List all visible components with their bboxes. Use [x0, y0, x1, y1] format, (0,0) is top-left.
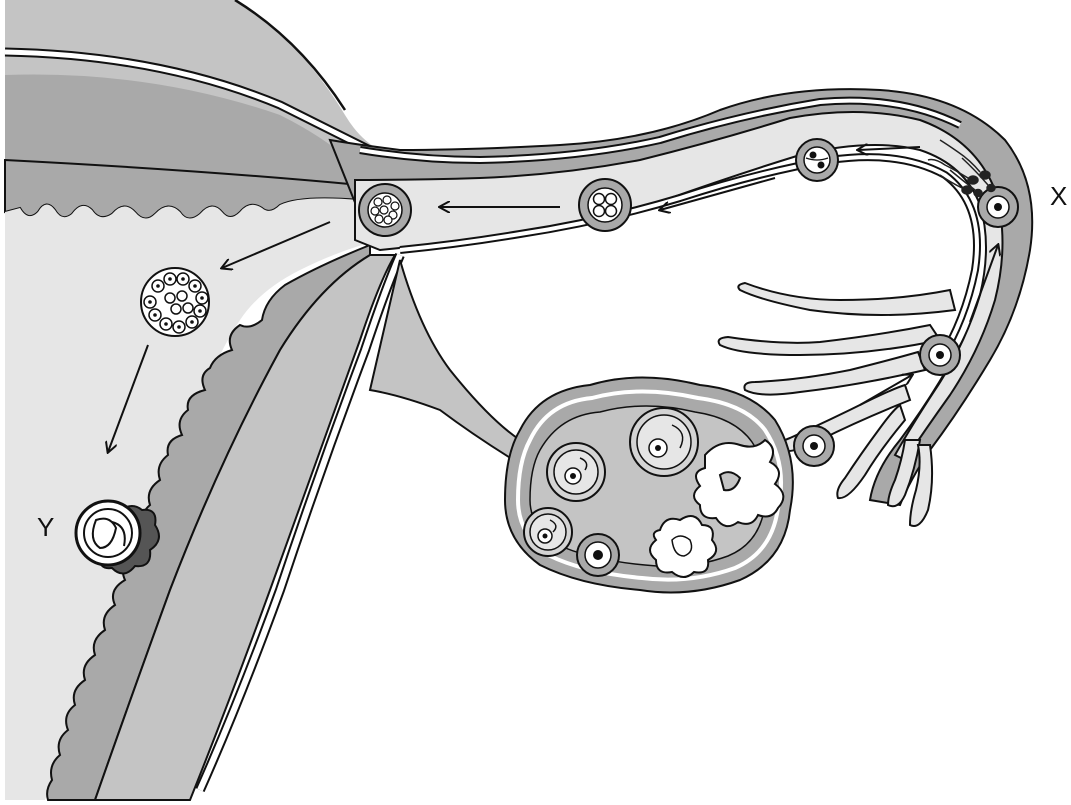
ruptured-follicle	[694, 440, 783, 526]
label-x: X	[1050, 181, 1067, 212]
ovarian-ligament	[370, 260, 530, 470]
zygote	[796, 139, 838, 181]
egg-in-tube-lower	[920, 335, 960, 375]
ovary	[505, 378, 793, 593]
follicle-4	[577, 534, 619, 576]
uterus	[5, 0, 400, 800]
label-y: Y	[37, 512, 54, 543]
blastocyst	[141, 268, 209, 336]
four-cell-embryo	[579, 179, 631, 231]
morula	[359, 184, 411, 236]
released-egg	[794, 426, 834, 466]
follicle-2	[630, 408, 698, 476]
egg-fertilization-site	[978, 187, 1018, 227]
follicle-1	[547, 443, 605, 501]
follicle-3	[524, 508, 572, 556]
